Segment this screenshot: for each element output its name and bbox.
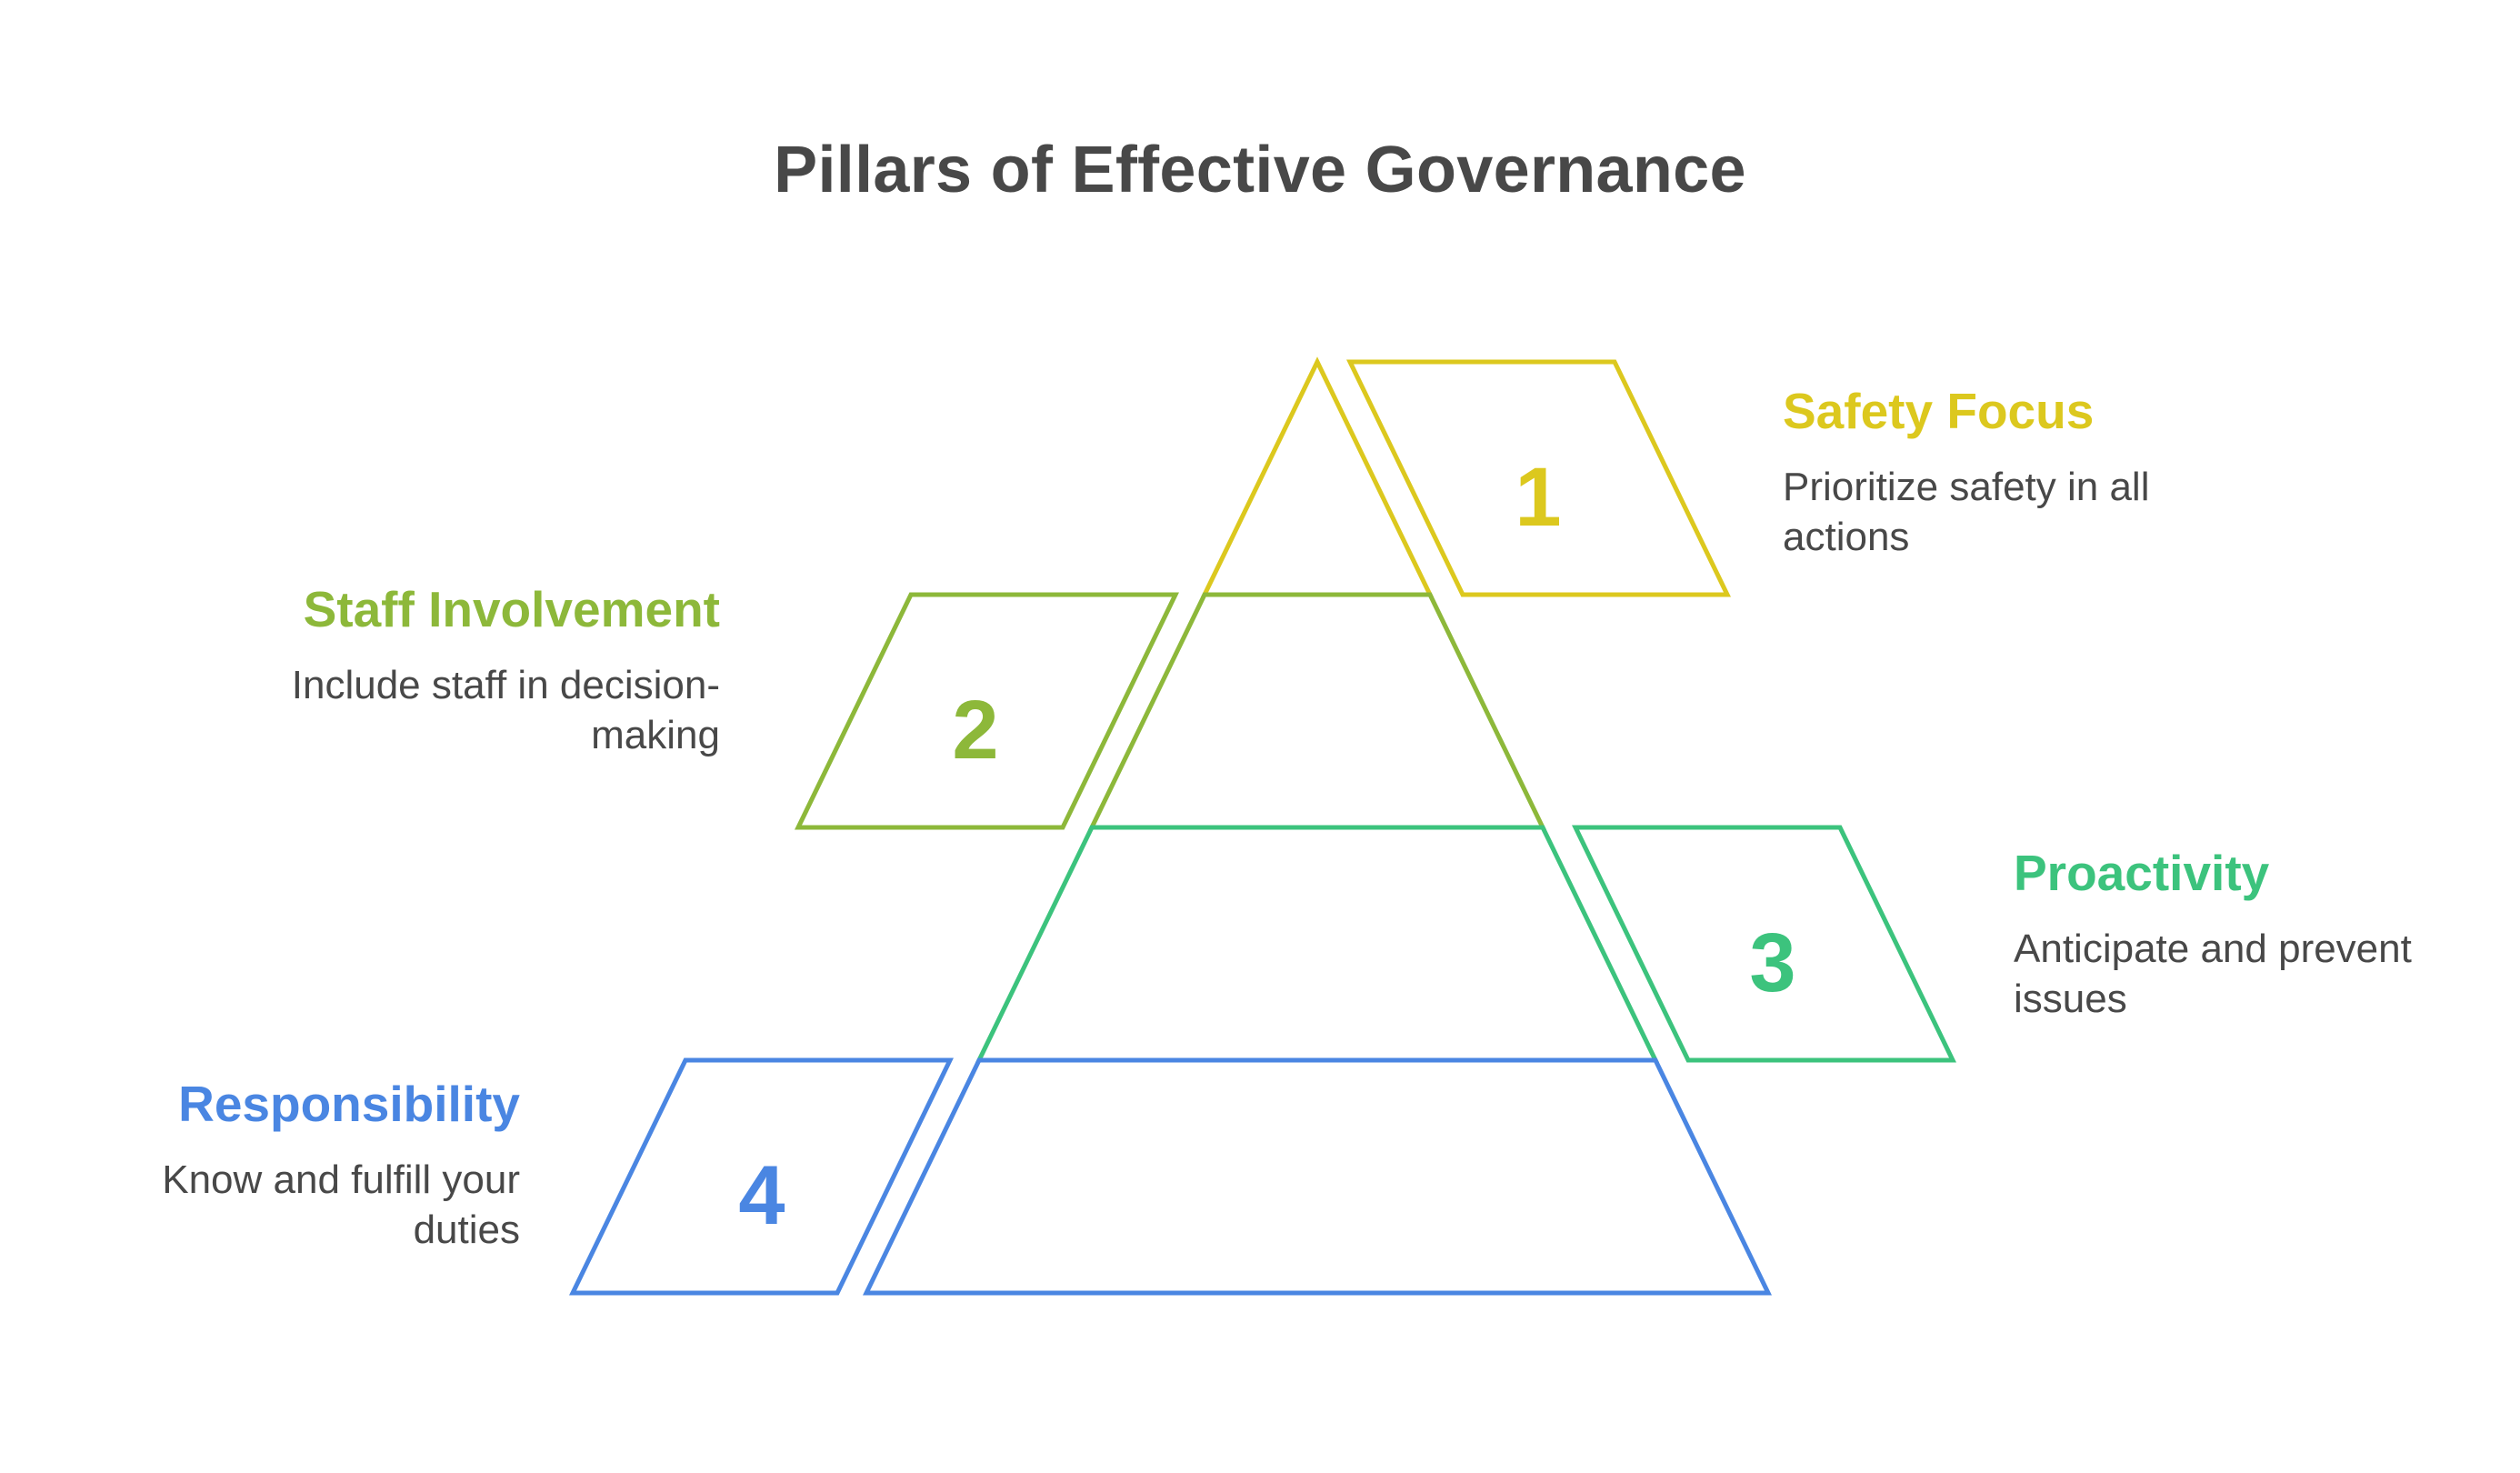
number-box-2 — [795, 592, 1179, 830]
pyramid-level-1 — [1201, 356, 1434, 597]
number-box-1 — [1346, 359, 1731, 597]
number-box-4 — [569, 1057, 954, 1296]
pillar-number-3: 3 — [1749, 917, 1795, 1009]
pillar-description-2: Include staff in decision-making — [291, 663, 720, 757]
pillar-label-1: Safety Focus Prioritize safety in all ac… — [1783, 378, 2255, 562]
pillar-description-4: Know and fulfill your duties — [162, 1157, 520, 1252]
pillar-number-2: 2 — [952, 684, 998, 777]
pillar-label-4: Responsibility Know and fulfill your dut… — [65, 1071, 520, 1255]
number-box-3 — [1572, 825, 1956, 1063]
diagram-title: Pillars of Effective Governance — [774, 134, 1746, 206]
pillar-number-1: 1 — [1515, 451, 1561, 544]
pillar-description-1: Prioritize safety in all actions — [1783, 465, 2150, 559]
pillar-label-3: Proactivity Anticipate and prevent issue… — [2014, 840, 2450, 1024]
pillar-heading-1: Safety Focus — [1783, 383, 2095, 439]
pillar-heading-3: Proactivity — [2014, 845, 2270, 901]
pillar-description-3: Anticipate and prevent issues — [2014, 927, 2412, 1021]
pillar-heading-2: Staff Involvement — [303, 581, 720, 637]
pillar-label-2: Staff Involvement Include staff in decis… — [247, 576, 720, 760]
pillar-heading-4: Responsibility — [178, 1076, 520, 1132]
pyramid-level-4 — [863, 1057, 1772, 1296]
pillar-number-4: 4 — [738, 1149, 785, 1242]
pyramid-level-3 — [975, 825, 1659, 1063]
